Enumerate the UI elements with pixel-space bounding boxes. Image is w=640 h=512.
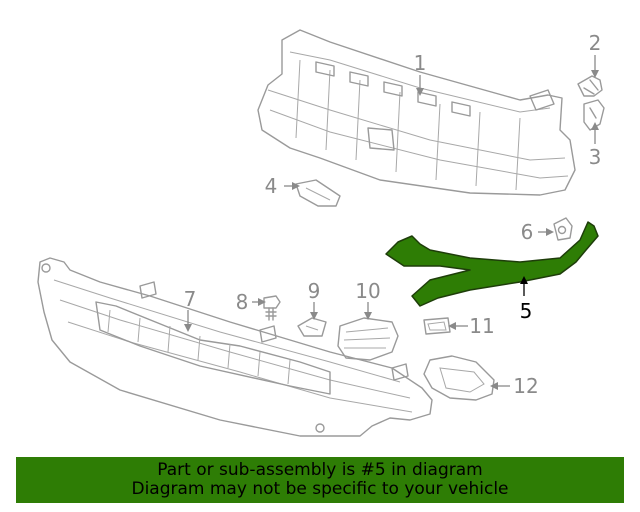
callout-7: 7	[184, 287, 197, 311]
insert-part-11	[423, 317, 451, 335]
callout-3: 3	[589, 145, 602, 169]
callout-11: 11	[469, 314, 494, 338]
info-banner: Part or sub-assembly is #5 in diagram Di…	[16, 457, 624, 503]
upper-grille-part-1	[257, 29, 576, 196]
callout-10: 10	[355, 279, 380, 303]
callout-labels: 1 2 3 4 5 6 7 8 9 10 11 12	[184, 31, 602, 398]
bracket-part-12	[423, 355, 495, 401]
screw-part-8	[263, 295, 281, 321]
vent-insert-part-10	[337, 317, 399, 361]
callout-8: 8	[236, 290, 249, 314]
callout-12: 12	[513, 374, 538, 398]
callout-6: 6	[521, 220, 534, 244]
parts-diagram: 1 2 3 4 5 6 7 8 9 10 11 12	[37, 29, 605, 437]
banner-line-disclaimer: Diagram may not be specific to your vehi…	[131, 479, 509, 499]
nut-part-6	[553, 217, 573, 241]
callout-2: 2	[589, 31, 602, 55]
clip-part-3	[583, 99, 605, 131]
leader-lines	[184, 55, 599, 390]
callout-1: 1	[414, 51, 427, 75]
bolt-part-2	[577, 75, 603, 97]
callout-9: 9	[308, 279, 321, 303]
molding-part-5-highlighted	[385, 221, 599, 307]
lower-grille-part-7	[37, 257, 433, 437]
callout-4: 4	[265, 174, 278, 198]
clip-part-9	[297, 317, 327, 337]
callout-5: 5	[520, 299, 533, 323]
banner-line-part-number: Part or sub-assembly is #5 in diagram	[157, 460, 483, 480]
bracket-part-4	[295, 179, 341, 207]
